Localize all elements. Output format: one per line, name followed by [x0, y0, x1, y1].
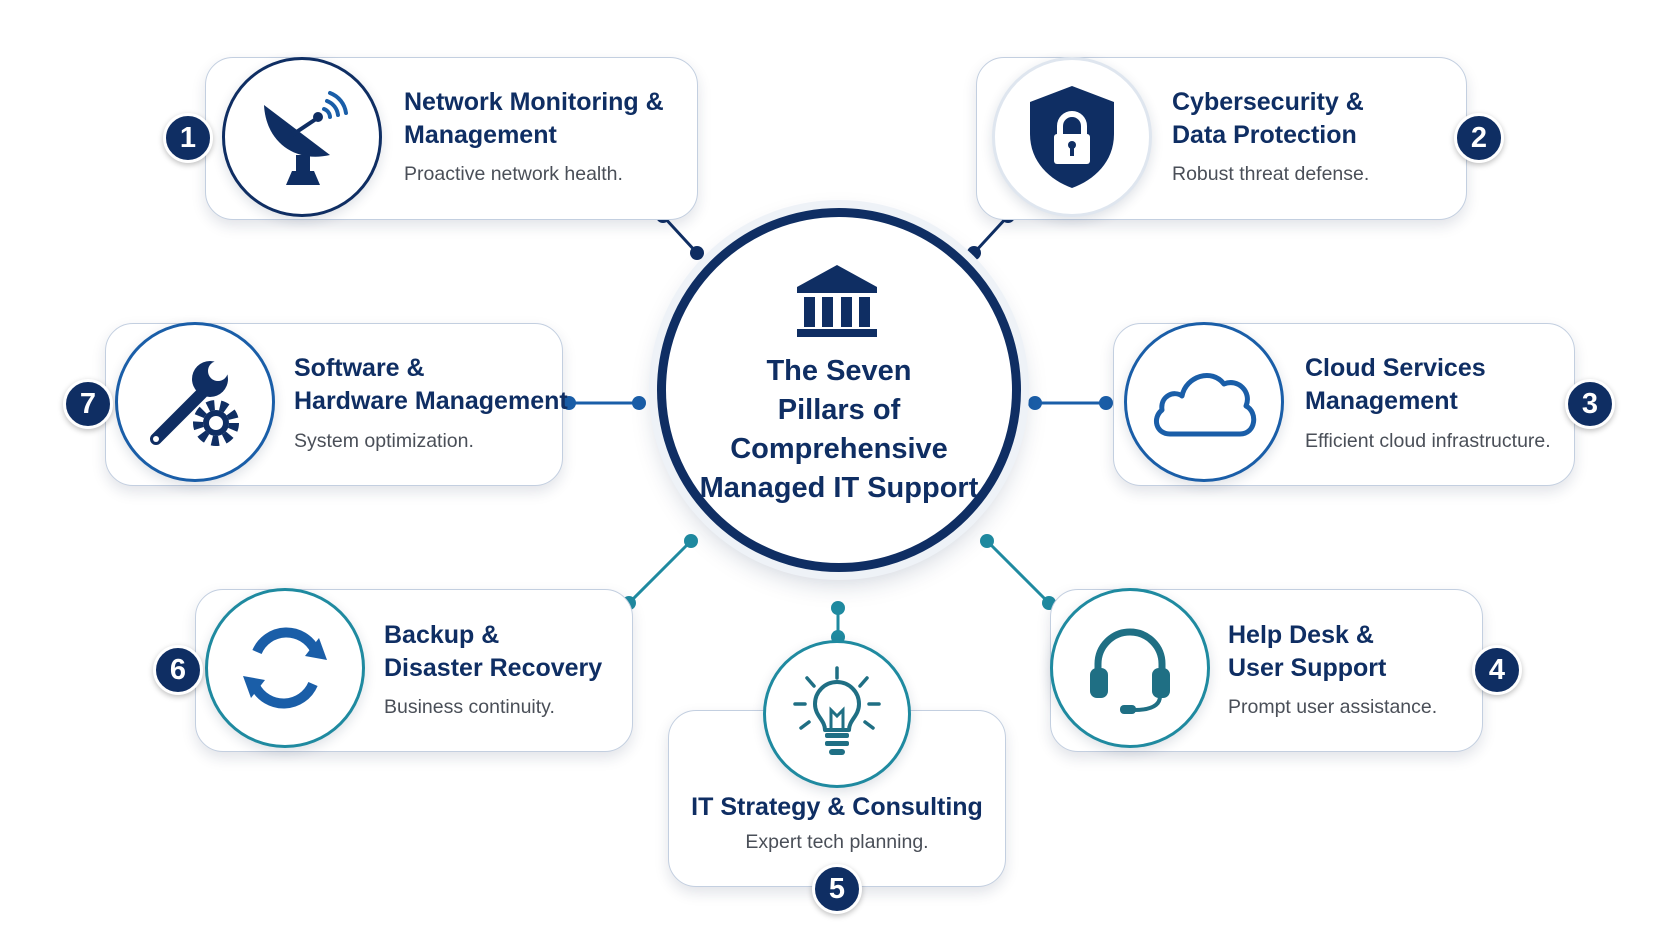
sync-arrows-icon: [243, 627, 327, 709]
headset-icon: [1090, 628, 1170, 714]
pillar-number-badge: 7: [63, 379, 113, 429]
pillar-description: Expert tech planning.: [745, 831, 929, 853]
pillar-description: Business continuity.: [384, 696, 555, 718]
pillar-description: Robust threat defense.: [1172, 163, 1370, 185]
pillar-icon-circle: [205, 588, 365, 748]
satellite-dish-icon: [264, 91, 348, 185]
connector-pillar-6: [622, 534, 698, 610]
pillar-title: IT Strategy & Consulting: [691, 793, 983, 821]
pillar-title: Help Desk & User Support: [1228, 621, 1387, 682]
pillar-title: Cloud Services Management: [1305, 354, 1486, 415]
pillar-number-badge: 4: [1472, 645, 1522, 695]
pillar-icon-circle: [115, 322, 275, 482]
pillar-description: Prompt user assistance.: [1228, 696, 1438, 718]
pillar-icon-circle: [992, 57, 1152, 217]
connector-pillar-7: [562, 396, 646, 410]
pillar-description: Proactive network health.: [404, 163, 623, 185]
shield-lock-icon: [1030, 86, 1114, 188]
pillar-number-badge: 6: [153, 645, 203, 695]
pillar-title: Backup & Disaster Recovery: [384, 621, 603, 682]
cloud-icon: [1153, 373, 1257, 437]
pillar-number-badge: 1: [163, 113, 213, 163]
pillar-number-badge: 2: [1454, 113, 1504, 163]
institution-icon: [797, 265, 877, 337]
pillar-description: Efficient cloud infrastructure.: [1305, 430, 1551, 452]
pillar-number-badge: 3: [1565, 379, 1615, 429]
pillar-icon-circle: [763, 640, 911, 788]
connector-pillar-4: [980, 534, 1056, 610]
pillar-title: Cybersecurity & Data Protection: [1172, 88, 1364, 149]
pillar-number-badge: 5: [812, 864, 862, 914]
center-title: The Seven Pillars of Comprehensive Manag…: [699, 355, 979, 504]
lightbulb-icon: [793, 666, 881, 755]
pillar-title: Software & Hardware Management: [294, 354, 568, 415]
pillar-icon-circle: [222, 57, 382, 217]
pillar-title: Network Monitoring & Management: [404, 88, 664, 149]
connector-pillar-5: [831, 601, 845, 644]
pillar-description: System optimization.: [294, 430, 474, 452]
wrench-gear-icon: [150, 347, 239, 446]
connector-pillar-3: [1028, 396, 1113, 410]
pillar-icon-circle: [1124, 322, 1284, 482]
pillar-icon-circle: [1050, 588, 1210, 748]
